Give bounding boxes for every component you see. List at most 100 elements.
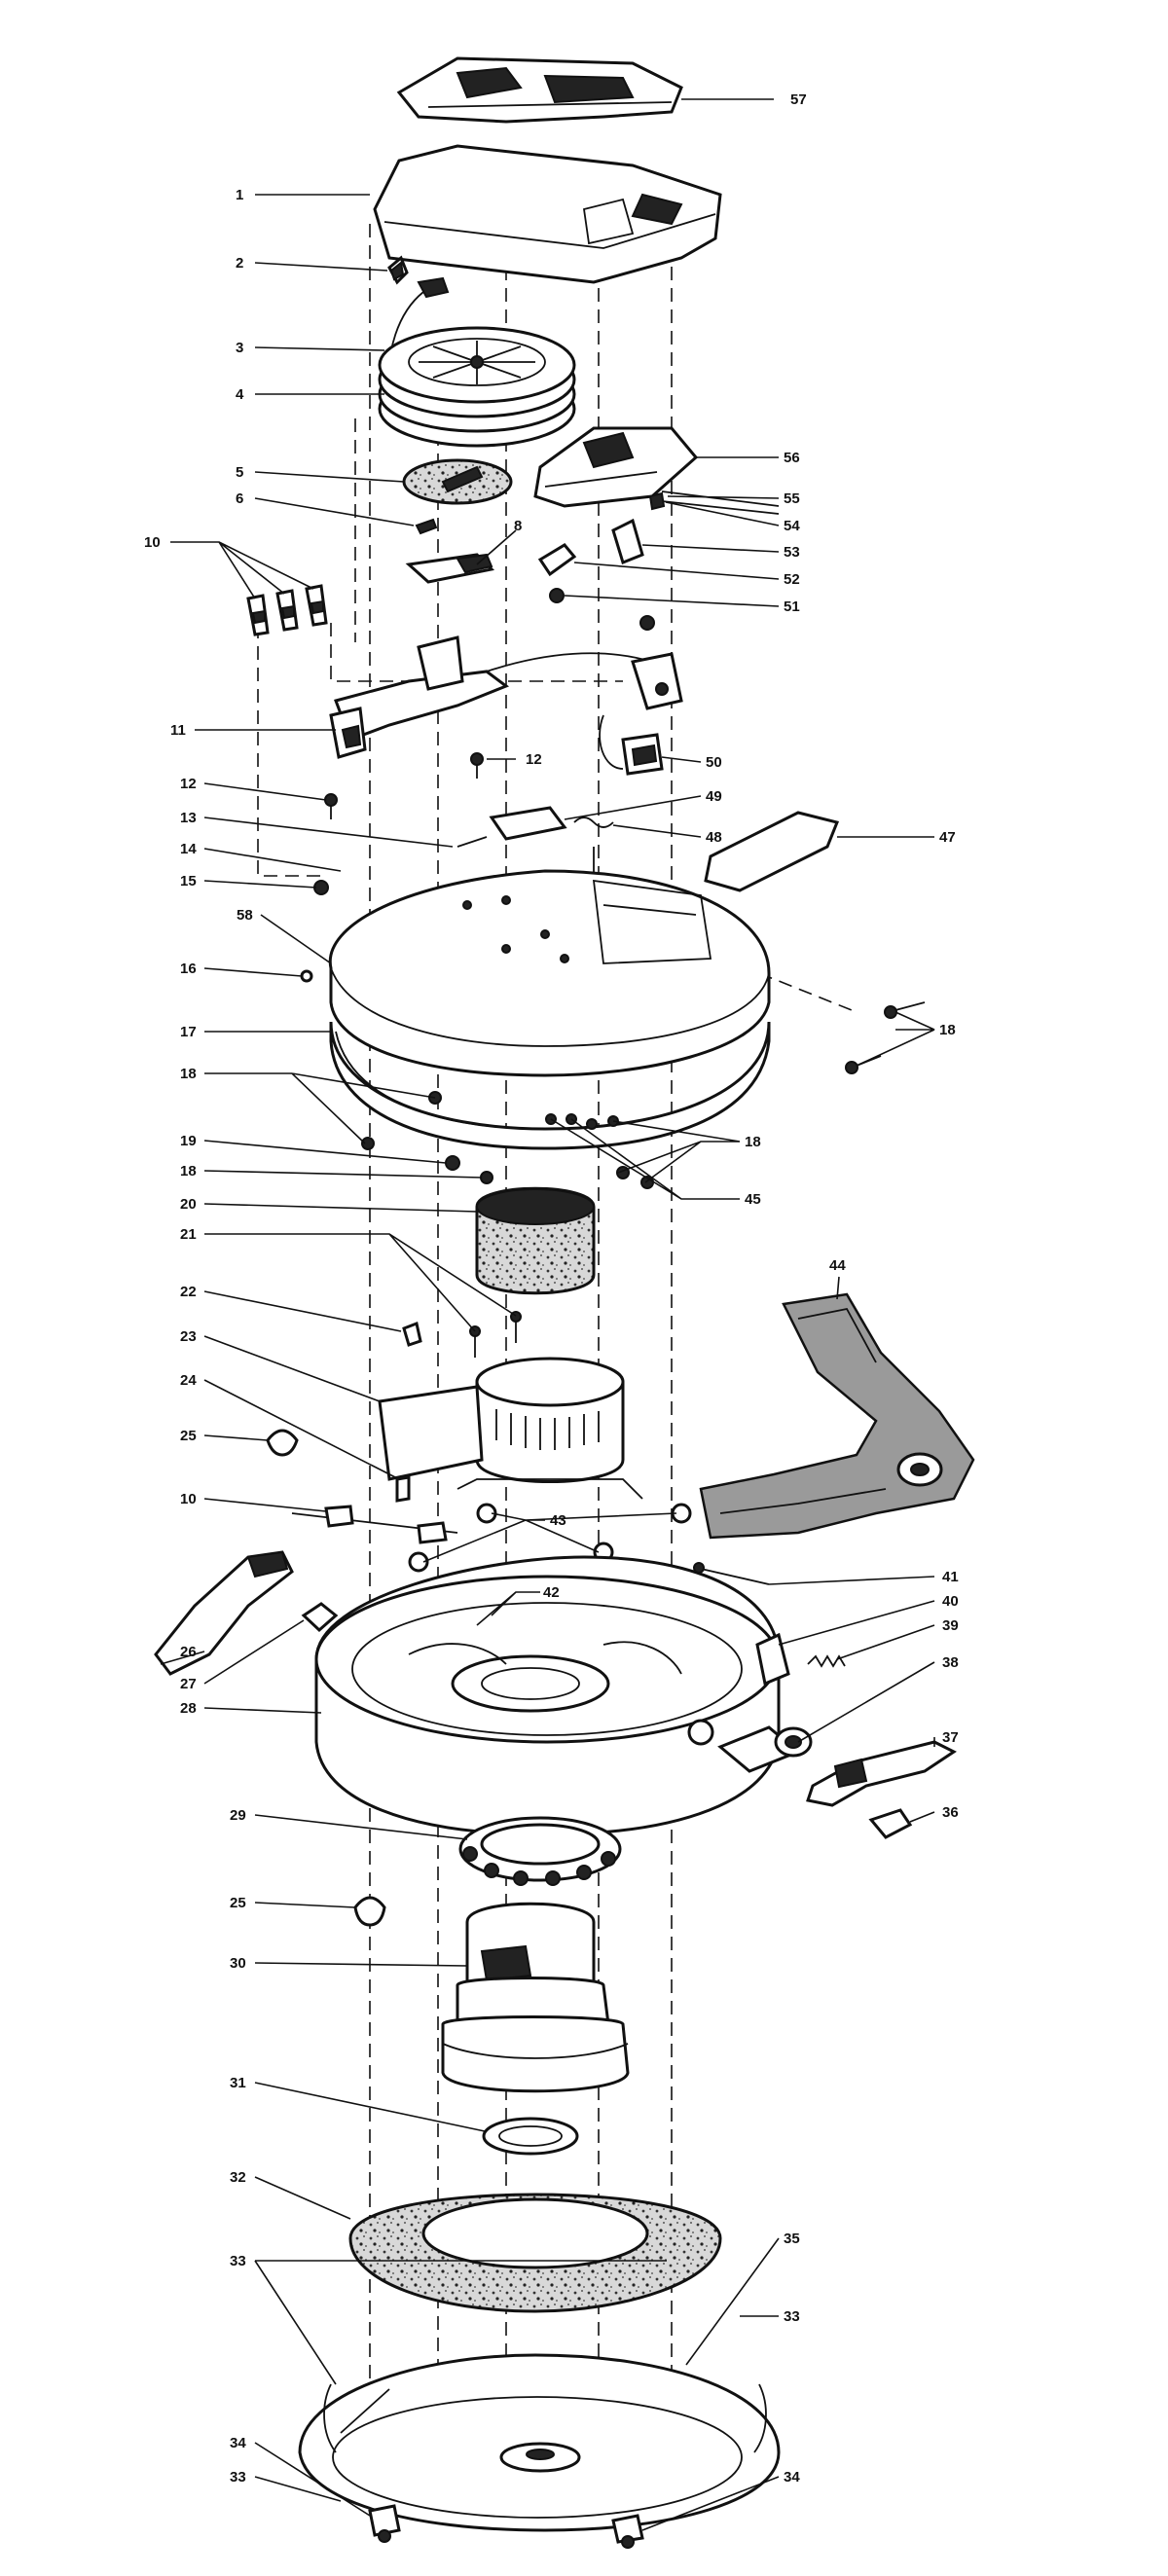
part-30-motor <box>441 1902 630 2093</box>
part-23-motor-shroud <box>378 1357 643 1500</box>
bearing-balls <box>462 1846 616 1886</box>
callout-44: 44 <box>829 1257 846 1274</box>
part-20-foam-filter <box>475 1186 596 1295</box>
callout-55: 55 <box>784 490 800 507</box>
callout-40: 40 <box>942 1593 959 1610</box>
part-34-casters <box>368 2504 644 2549</box>
callout-35: 35 <box>784 2231 800 2247</box>
callout-25-upper: 25 <box>180 1428 197 1444</box>
part-36-latch-clip <box>868 1808 913 1839</box>
callout-4: 4 <box>236 386 244 403</box>
part-10-lower-connector <box>291 1505 458 1544</box>
callout-57: 57 <box>790 91 807 108</box>
callout-14: 14 <box>180 841 197 857</box>
part-1-top-cover <box>373 144 722 284</box>
part-27-handle-clip <box>301 1602 339 1633</box>
callout-17: 17 <box>180 1024 197 1040</box>
part-3-4-cord-reel <box>378 276 576 448</box>
part-53-actuator <box>611 518 644 565</box>
callout-6: 6 <box>236 490 243 507</box>
callout-19: 19 <box>180 1133 197 1149</box>
callout-22: 22 <box>180 1284 197 1300</box>
part-26-carry-handle <box>154 1550 294 1676</box>
callout-12-right: 12 <box>526 751 542 768</box>
callout-29: 29 <box>230 1807 246 1824</box>
part-49-bracket <box>489 806 567 841</box>
callout-18-a: 18 <box>180 1066 197 1082</box>
part-25-clamp-lower <box>353 1896 386 1927</box>
part-22-wire-tie <box>402 1321 422 1347</box>
callout-20: 20 <box>180 1196 197 1213</box>
part-21-bolts <box>469 1311 522 1358</box>
callout-41: 41 <box>942 1569 959 1585</box>
callout-10-lower: 10 <box>180 1491 197 1507</box>
callout-43: 43 <box>550 1512 566 1529</box>
callout-25-lower: 25 <box>230 1895 246 1911</box>
part-10-terminal-connectors <box>246 584 328 636</box>
callout-45: 45 <box>745 1191 761 1208</box>
callout-10-upper: 10 <box>144 534 161 551</box>
callout-3: 3 <box>236 340 243 356</box>
callout-47: 47 <box>939 829 956 846</box>
part-47-filter-pad <box>704 811 840 892</box>
part-17-lid-rim <box>329 1021 771 1150</box>
callout-13: 13 <box>180 810 197 826</box>
callout-5: 5 <box>236 464 243 481</box>
callout-11: 11 <box>170 722 186 739</box>
callout-52: 52 <box>784 571 800 588</box>
part-2-cord-clip <box>387 255 409 285</box>
callout-30: 30 <box>230 1955 246 1972</box>
callout-labels: 57 1 2 3 4 5 6 8 10 11 12 12 13 14 15 58… <box>144 91 959 2485</box>
callout-33-right: 33 <box>784 2308 800 2325</box>
callout-56: 56 <box>784 450 800 466</box>
part-32-foam-ring <box>348 2193 722 2313</box>
callout-32: 32 <box>230 2169 246 2186</box>
part-37-latch-bar <box>806 1740 957 1807</box>
callout-21: 21 <box>180 1226 197 1243</box>
callout-54: 54 <box>784 518 800 534</box>
part-52-lever <box>537 543 577 577</box>
callout-16: 16 <box>180 961 197 977</box>
part-51-screw <box>549 588 565 603</box>
part-19-washer-screw <box>445 1155 460 1171</box>
callout-36: 36 <box>942 1804 959 1821</box>
callout-34-left: 34 <box>230 2435 246 2451</box>
part-16-plug <box>300 969 313 983</box>
part-13-pin <box>456 836 488 848</box>
callout-51: 51 <box>784 599 800 615</box>
part-56-switch-housing <box>533 426 699 508</box>
part-40-inlet-collar <box>755 1632 790 1687</box>
callout-37: 37 <box>942 1729 959 1746</box>
part-14-lid <box>328 869 771 1077</box>
part-24-standoff <box>395 1475 411 1503</box>
part-15-grommet <box>313 880 329 895</box>
part-55-switch-rocker <box>661 490 780 515</box>
callout-33-bottom: 33 <box>230 2469 246 2485</box>
part-11-switch-bracket <box>329 615 683 759</box>
part-33-base-pan <box>298 2353 781 2532</box>
callout-50: 50 <box>706 754 722 771</box>
part-38-inlet-hose-fitting <box>717 1725 813 1773</box>
callout-28: 28 <box>180 1700 197 1717</box>
part-5-brake-disc <box>402 458 513 505</box>
callout-2: 2 <box>236 255 243 272</box>
callout-12-left: 12 <box>180 776 197 792</box>
callout-33-left: 33 <box>230 2253 246 2269</box>
callout-34-right: 34 <box>784 2469 800 2485</box>
motor-fins <box>495 1409 600 1450</box>
callout-49: 49 <box>706 788 722 805</box>
callout-1: 1 <box>236 187 243 203</box>
callout-48: 48 <box>706 829 722 846</box>
part-44-filter-bag <box>699 1292 975 1540</box>
part-12-screw-a <box>470 752 484 779</box>
part-6-spring <box>415 518 438 535</box>
callout-38: 38 <box>942 1654 959 1671</box>
callout-15: 15 <box>180 873 197 889</box>
callout-23: 23 <box>180 1328 197 1345</box>
part-31-gasket <box>482 2117 579 2156</box>
callout-27: 27 <box>180 1676 197 1692</box>
part-39-spring <box>807 1654 846 1668</box>
callout-18-b: 18 <box>939 1022 956 1038</box>
part-54-pivot <box>648 491 666 511</box>
